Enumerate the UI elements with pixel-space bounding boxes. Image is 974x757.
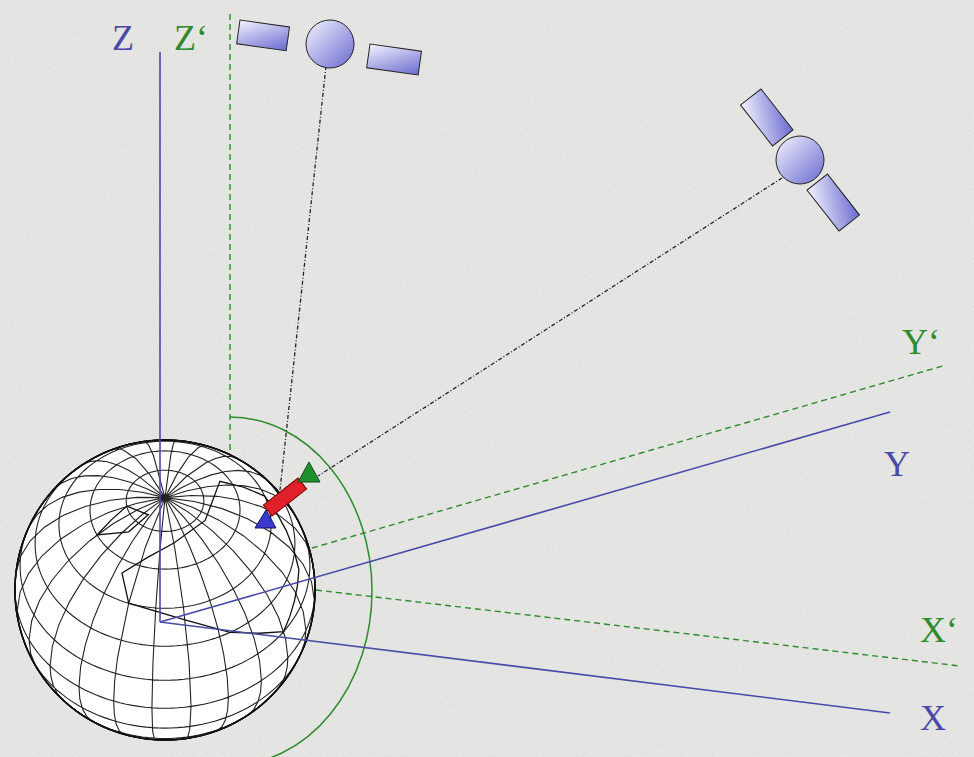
axis-label: Z‘ — [174, 20, 208, 56]
axes — [160, 52, 890, 713]
satellite — [237, 20, 422, 75]
satellite — [741, 89, 860, 231]
y-prime-axis — [312, 365, 946, 548]
receiver — [255, 462, 320, 528]
rotated-axes — [230, 10, 960, 666]
frame-circle — [230, 417, 372, 757]
signal-line — [280, 66, 326, 490]
axis-label: Y‘ — [902, 324, 940, 360]
axis-label: Z — [112, 20, 134, 56]
signal-lines — [280, 66, 782, 490]
x-axis — [160, 622, 890, 713]
z-axis — [159, 52, 161, 622]
z-prime-axis — [229, 10, 230, 450]
x-prime-axis — [316, 590, 960, 666]
axis-label: X‘ — [920, 612, 958, 648]
axis-label: Y — [884, 446, 910, 482]
signal-line — [318, 178, 782, 476]
axis-label: X — [920, 700, 946, 736]
y-axis — [160, 412, 890, 622]
